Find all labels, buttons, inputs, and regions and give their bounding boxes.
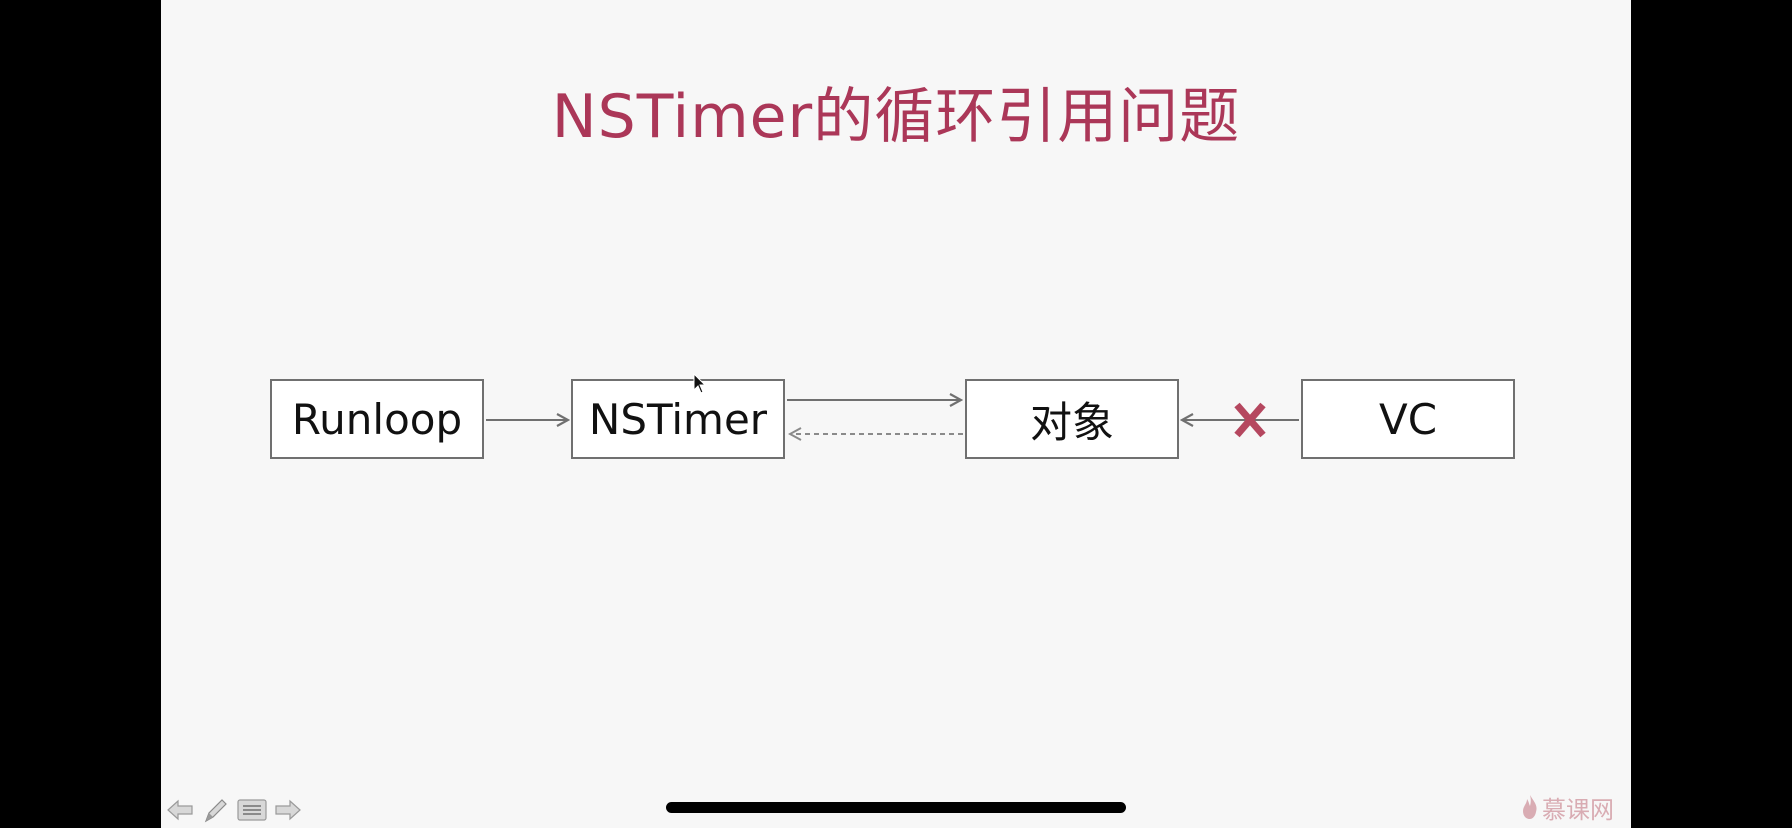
node-vc: VC xyxy=(1301,379,1515,459)
node-runloop-label: Runloop xyxy=(291,394,463,444)
node-runloop: Runloop xyxy=(270,379,484,459)
watermark: 慕课网 xyxy=(1520,790,1614,824)
node-object: 对象 xyxy=(965,379,1179,459)
slide-title: NSTimer的循环引用问题 xyxy=(551,82,1241,152)
next-slide-button[interactable] xyxy=(273,795,303,825)
node-nstimer: NSTimer xyxy=(571,379,785,459)
menu-icon xyxy=(237,799,267,821)
home-indicator[interactable] xyxy=(666,802,1126,813)
slide-menu-button[interactable] xyxy=(237,795,267,825)
flame-icon xyxy=(1523,795,1537,819)
node-nstimer-label: NSTimer xyxy=(588,394,768,444)
prev-slide-button[interactable] xyxy=(165,795,195,825)
pen-tool-button[interactable] xyxy=(201,795,231,825)
diagram-edges xyxy=(486,0,1299,828)
arrow-right-icon xyxy=(275,799,301,821)
pen-icon xyxy=(204,799,227,823)
break-mark-icon xyxy=(1234,402,1266,438)
mouse-cursor-icon xyxy=(693,373,707,394)
slide: NSTimer的循环引用问题 Runloop NSTimer 对象 VC xyxy=(161,0,1631,828)
node-vc-label: VC xyxy=(1378,394,1438,444)
node-object-label: 对象 xyxy=(1029,397,1114,447)
arrow-left-icon xyxy=(167,799,193,821)
slide-toolbar xyxy=(165,794,303,826)
watermark-text: 慕课网 xyxy=(1542,795,1614,824)
